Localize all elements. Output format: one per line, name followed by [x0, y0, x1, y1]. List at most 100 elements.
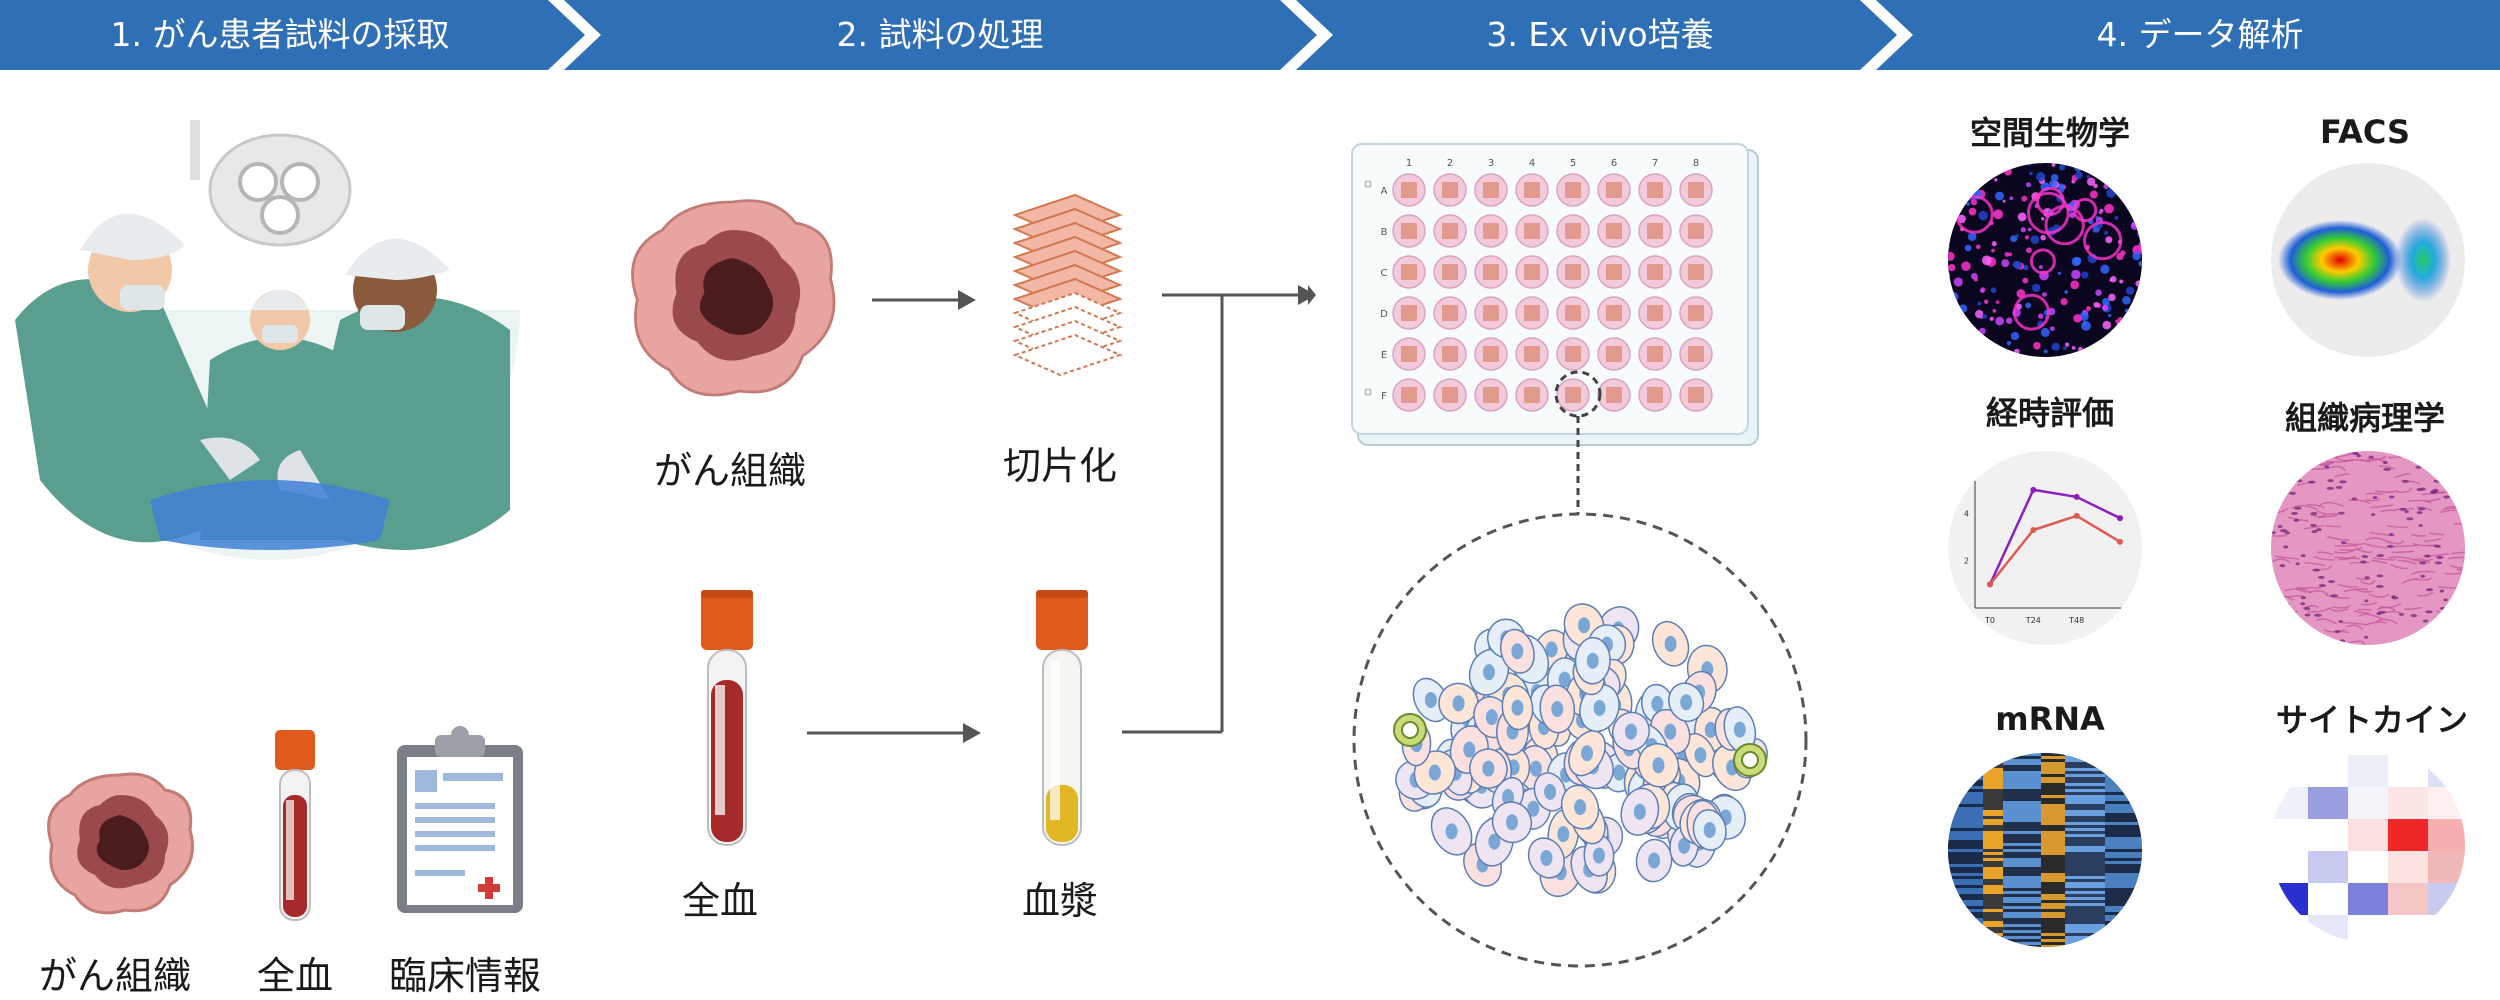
mrna-cell — [1948, 891, 1983, 894]
mrna-cell — [2003, 879, 2041, 882]
well-tissue-slice — [1606, 223, 1622, 239]
mrna-cell — [2003, 945, 2041, 947]
well-tissue-slice — [1606, 182, 1622, 198]
mrna-cell — [2041, 831, 2065, 834]
spatial-signal-dot — [2038, 313, 2044, 319]
spatial-signal-dot — [2063, 346, 2067, 351]
step-4-label: 4. データ解析 — [2096, 15, 2304, 54]
mrna-cell — [2041, 753, 2065, 756]
mrna-cell — [2065, 843, 2105, 846]
mrna-cell — [1948, 822, 1983, 825]
mrna-cell — [1983, 885, 2003, 888]
histo-nucleus — [2312, 568, 2321, 572]
mrna-cell — [2003, 867, 2041, 870]
mrna-cell — [2003, 855, 2041, 858]
mrna-cell — [2105, 807, 2142, 810]
mrna-cell — [2003, 804, 2041, 807]
mrna-cell — [1983, 780, 2003, 783]
spatial-signal-dot — [1948, 218, 1950, 227]
well-tissue-slice — [1483, 346, 1499, 362]
well-tissue-slice — [1565, 223, 1581, 239]
cell-nucleus — [1704, 721, 1717, 738]
histo-nucleus — [2318, 584, 2326, 588]
mrna-cell — [2065, 912, 2105, 915]
mrna-cell — [1983, 831, 2003, 834]
mrna-cell — [1948, 756, 1983, 759]
histo-nucleus — [2425, 610, 2433, 614]
well-tissue-slice — [1565, 182, 1581, 198]
histo-nucleus — [2442, 644, 2451, 645]
mrna-cell — [1948, 924, 1983, 927]
mrna-cell — [1948, 834, 1983, 837]
well-tissue-slice — [1647, 182, 1663, 198]
spatial-signal-dot — [1948, 243, 1950, 251]
well-tissue-slice — [1688, 346, 1704, 362]
histo-nucleus — [2376, 612, 2382, 616]
mrna-cell — [1983, 765, 2003, 768]
histo-nucleus — [2279, 564, 2286, 568]
spatial-signal-dot — [2057, 271, 2062, 275]
mrna-cell — [2065, 870, 2105, 873]
spatial-signal-dot — [1995, 345, 2000, 350]
spatial-signal-dot — [2104, 230, 2109, 235]
histo-nucleus — [2335, 485, 2343, 489]
mrna-cell — [2041, 939, 2065, 942]
mrna-cell — [2065, 774, 2105, 777]
cytokine-cell — [2428, 883, 2465, 915]
spatial-signal-dot — [2110, 276, 2117, 283]
cytokine-cell — [2271, 851, 2308, 883]
step-3-label: 3. Ex vivo培養 — [1486, 15, 1714, 54]
mrna-cell — [2105, 840, 2142, 843]
mrna-cell — [1948, 912, 1983, 915]
mrna-cell — [1948, 801, 1983, 804]
mrna-cell — [2065, 798, 2105, 801]
mrna-cell — [2105, 912, 2142, 915]
mrna-cell — [2003, 783, 2041, 786]
well-tissue-slice — [1401, 223, 1417, 239]
cytokine-cell — [2388, 915, 2428, 942]
cell-nucleus — [1651, 695, 1664, 712]
cell-nucleus — [1428, 764, 1441, 781]
mrna-cell — [2105, 804, 2142, 807]
spatial-signal-dot — [2040, 327, 2050, 337]
spatial-signal-dot — [1991, 248, 1995, 253]
mrna-cell — [1983, 777, 2003, 780]
mrna-cell — [2041, 750, 2065, 753]
mrna-cell — [2003, 918, 2041, 921]
mrna-cell — [2065, 801, 2105, 804]
spatial-signal-dot — [1994, 178, 1998, 182]
histo-nucleus — [2418, 561, 2427, 565]
mrna-cell — [2003, 858, 2041, 861]
mrna-cell — [1948, 927, 1983, 930]
cytokine-cell — [2271, 787, 2308, 819]
mrna-cell — [2041, 792, 2065, 795]
cell-nucleus — [1694, 747, 1707, 764]
spatial-signal-dot — [1956, 309, 1964, 318]
spatial-signal-dot — [2123, 330, 2131, 338]
mrna-cell — [2041, 897, 2065, 900]
spatial-signal-dot — [2073, 256, 2082, 265]
mrna-cell — [2105, 768, 2142, 771]
spatial-signal-dot — [2031, 283, 2041, 293]
spatial-signal-dot — [2124, 308, 2129, 313]
spatial-signal-dot — [2120, 163, 2126, 169]
plate-row-label: D — [1380, 309, 1388, 320]
spatial-signal-dot — [1993, 209, 2004, 220]
histo-nucleus — [2304, 613, 2311, 617]
spatial-signal-dot — [1966, 202, 1970, 206]
mrna-cell — [2105, 783, 2142, 786]
mrna-cell — [2065, 780, 2105, 783]
mrna-cell — [2105, 921, 2142, 924]
mrna-cell — [2003, 927, 2041, 930]
histo-nucleus — [2300, 602, 2306, 606]
spatial-signal-dot — [2102, 320, 2112, 330]
mrna-cell — [2041, 804, 2065, 807]
well-tissue-slice — [1688, 223, 1704, 239]
cytokine-cell — [2308, 851, 2348, 883]
histo-nucleus — [2318, 575, 2325, 579]
mrna-cell — [2041, 906, 2065, 909]
mrna-cell — [1983, 750, 2003, 753]
cytokine-cell — [2308, 755, 2348, 787]
mrna-cell — [1983, 942, 2003, 945]
